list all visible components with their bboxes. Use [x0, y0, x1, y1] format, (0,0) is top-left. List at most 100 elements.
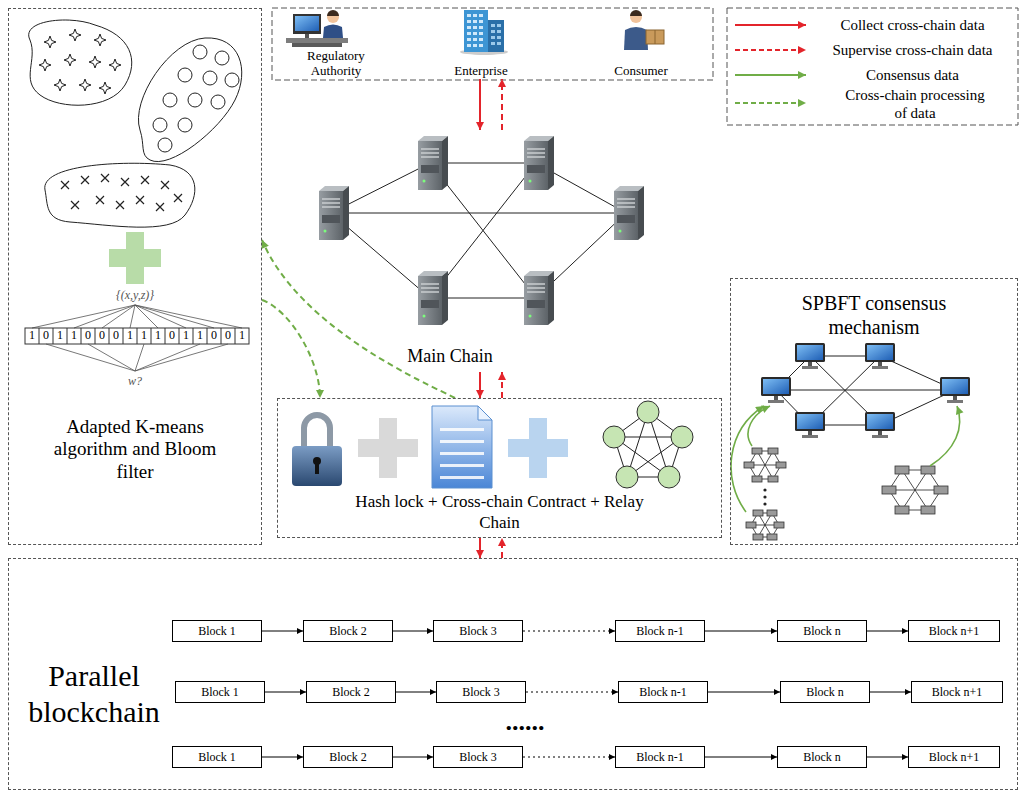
sub-network — [895, 466, 909, 474]
block-box: Block 2 — [303, 620, 393, 642]
connector-arrow — [396, 692, 436, 693]
cluster-illustration — [225, 73, 239, 87]
cluster-illustration — [81, 176, 89, 184]
sub-network — [889, 470, 941, 510]
consumer-icon — [630, 10, 642, 16]
connector-arrow — [265, 692, 306, 693]
regulator-icon — [293, 14, 321, 34]
bloom-filter — [25, 328, 249, 344]
node-label: Block 1 — [198, 750, 236, 764]
regulator-icon — [286, 38, 348, 43]
block-box: Block n+1 — [908, 620, 1000, 642]
connector-arrow — [479, 372, 481, 398]
bit-cell: 0 — [169, 329, 175, 342]
node-label: Block n-1 — [636, 750, 684, 764]
connector-arrow — [523, 631, 615, 632]
node-label: Block 3 — [462, 685, 500, 699]
bloom-filter — [32, 305, 242, 328]
enterprise-icon — [491, 24, 501, 45]
regulator-icon — [327, 10, 339, 16]
main-chain-network — [319, 186, 349, 240]
cluster-illustration — [109, 59, 121, 71]
relay-chain-network — [616, 466, 638, 488]
block-box: Block 3 — [433, 620, 523, 642]
plus-sign — [508, 439, 568, 457]
consensus-network — [865, 343, 895, 369]
consensus-network — [761, 377, 791, 403]
relay-chain-network — [603, 401, 693, 488]
legend-sample — [735, 102, 806, 104]
cluster-illustration — [153, 118, 167, 132]
contract-document-icon — [478, 406, 492, 420]
relay-chain-network — [671, 426, 693, 448]
block-box: Block n-1 — [615, 746, 705, 768]
label-slot: {(x,y,z)} — [85, 288, 185, 304]
algorithm-panel: Adapted K-means algorithm and Bloom filt… — [8, 8, 262, 545]
block-box: Block 1 — [172, 620, 262, 642]
cluster-illustration — [136, 196, 144, 204]
node-label: Block n — [803, 750, 841, 764]
regulator-icon — [323, 25, 343, 39]
contract-document-icon — [432, 406, 492, 488]
contract-document-icon — [440, 428, 484, 431]
block-box: Block 2 — [306, 681, 396, 703]
connector-arrow — [523, 757, 615, 758]
block-box: Block n — [780, 681, 870, 703]
enterprise-icon — [464, 10, 488, 52]
contract-document-icon — [440, 440, 484, 443]
hash-lock-icon — [315, 462, 319, 474]
cluster-illustration — [45, 163, 195, 227]
cluster-illustration — [174, 194, 182, 202]
node-label: Block 2 — [332, 685, 370, 699]
relay-chain-network — [603, 426, 625, 448]
cluster-illustration — [101, 174, 109, 182]
connector-arrow — [705, 757, 777, 758]
cluster-illustration — [178, 118, 192, 132]
legend-sample — [735, 24, 806, 26]
relay-chain-network — [658, 466, 680, 488]
label-slot: 0 — [109, 328, 123, 344]
contract-document-icon — [440, 428, 484, 479]
cluster-illustration — [178, 68, 192, 82]
node-label: Block 2 — [329, 750, 367, 764]
cluster-illustration — [94, 34, 106, 46]
ellipsis-mark: ...... — [506, 708, 545, 737]
label-slot: 1 — [25, 328, 39, 344]
label-slot: w? — [110, 374, 160, 390]
bit-cell: 1 — [155, 329, 161, 342]
main-chain-network — [524, 271, 554, 325]
bit-cell: 1 — [197, 329, 203, 342]
regulator-icon — [327, 11, 339, 23]
block-box: Block n+1 — [911, 681, 1003, 703]
cross-chain-panel: Hash lock + Cross-chain Contract + Relay… — [277, 398, 722, 538]
contract-document-icon — [440, 476, 484, 479]
block-box: Block 1 — [172, 746, 262, 768]
relay-chain-network — [603, 401, 693, 488]
plus-sign — [358, 439, 418, 457]
sub-network — [746, 510, 784, 540]
connector-arrow — [501, 538, 503, 558]
cluster-illustration — [89, 56, 101, 68]
regulator-icon — [305, 34, 309, 38]
block-box: Block 3 — [436, 681, 526, 703]
cluster-illustration — [54, 79, 66, 91]
node-label: Main Chain — [407, 346, 493, 368]
enterprise-icon — [460, 10, 508, 55]
consumer-icon — [646, 30, 664, 44]
regulator-icon — [286, 10, 348, 47]
sub-network — [744, 448, 948, 540]
sub-network — [763, 502, 766, 505]
cluster-illustration — [69, 29, 81, 41]
main-chain-network — [331, 163, 626, 298]
legend-text: Supervise cross-chain data — [833, 41, 993, 59]
main-chain-network — [319, 136, 644, 325]
consensus-panel: SPBFT consensus mechanism — [730, 278, 1018, 545]
block-box: Block 2 — [303, 746, 393, 768]
label-slot: 0 — [165, 328, 179, 344]
connector-arrow — [262, 757, 303, 758]
label-slot: 1 — [193, 328, 207, 344]
node-label: Block n+1 — [932, 685, 982, 699]
consensus-arrow — [930, 406, 960, 466]
contract-document-icon — [440, 452, 484, 455]
